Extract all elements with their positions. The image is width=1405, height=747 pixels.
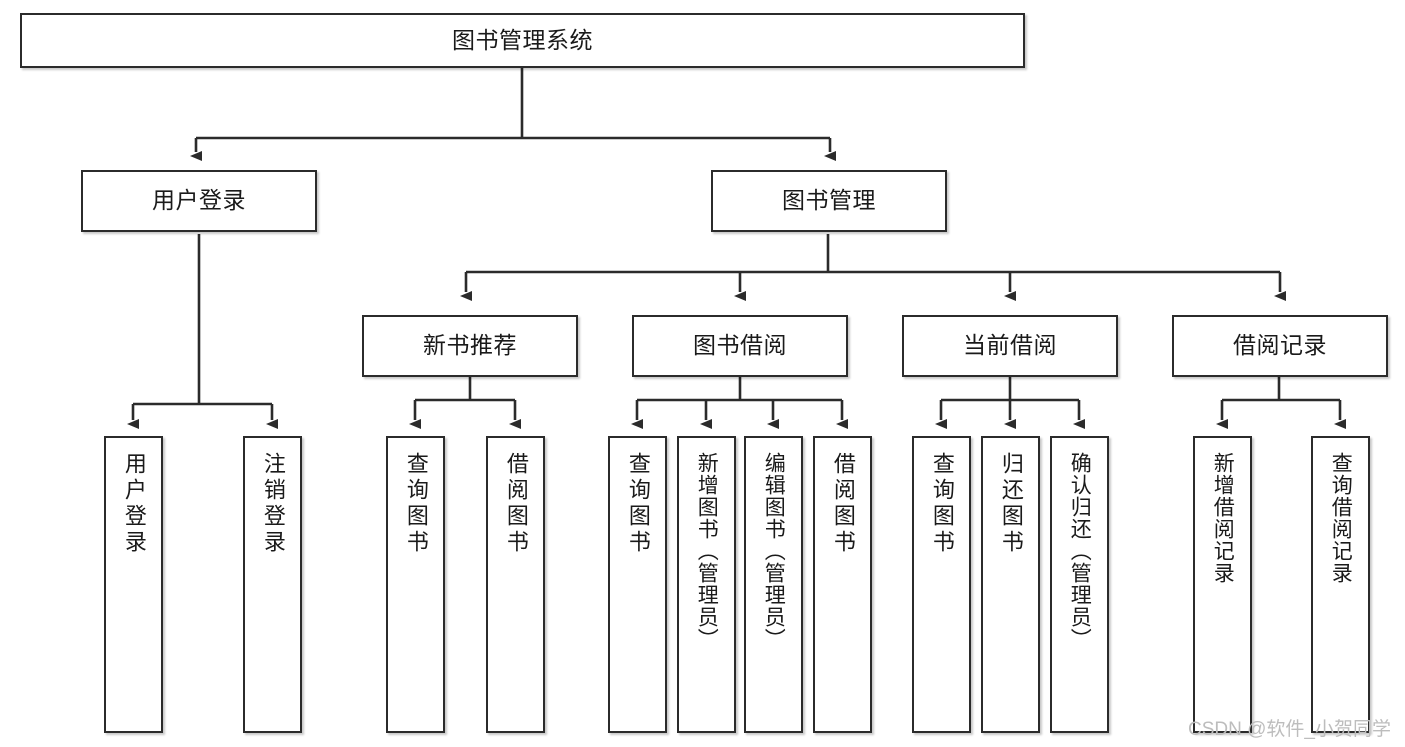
node-borrow-record[interactable]: 借阅记录	[1172, 315, 1388, 377]
node-label: 新增图书（管理员）	[695, 452, 719, 650]
leaf-user-login-login[interactable]: 用户登录	[104, 436, 163, 733]
leaf-user-login-logout[interactable]: 注销登录	[243, 436, 302, 733]
node-label: 用户登录	[121, 452, 147, 556]
leaf-current-borrow-confirm-return-admin[interactable]: 确认归还（管理员）	[1050, 436, 1109, 733]
node-label: 查询借阅记录	[1329, 452, 1353, 584]
node-label: 查询图书	[929, 452, 955, 556]
leaf-borrow-record-add-record[interactable]: 新增借阅记录	[1193, 436, 1252, 733]
node-label: 查询图书	[625, 452, 651, 556]
node-label: 图书借阅	[693, 332, 787, 359]
node-root-book-management-system[interactable]: 图书管理系统	[20, 13, 1025, 68]
leaf-borrow-record-query-record[interactable]: 查询借阅记录	[1311, 436, 1370, 733]
node-label: 用户登录	[152, 187, 246, 214]
node-label: 确认归还（管理员）	[1068, 452, 1092, 650]
leaf-book-borrow-edit-book-admin[interactable]: 编辑图书（管理员）	[744, 436, 803, 733]
node-label: 图书管理系统	[452, 26, 593, 53]
leaf-current-borrow-return-book[interactable]: 归还图书	[981, 436, 1040, 733]
node-label: 编辑图书（管理员）	[762, 452, 786, 650]
leaf-book-borrow-query-book[interactable]: 查询图书	[608, 436, 667, 733]
node-label: 图书管理	[782, 187, 876, 214]
node-label: 注销登录	[260, 452, 286, 556]
leaf-book-borrow-borrow-book[interactable]: 借阅图书	[813, 436, 872, 733]
node-label: 新书推荐	[423, 332, 517, 359]
node-label: 查询图书	[403, 452, 429, 556]
node-label: 借阅图书	[830, 452, 856, 556]
leaf-new-book-borrow-book[interactable]: 借阅图书	[486, 436, 545, 733]
node-label: 归还图书	[998, 452, 1024, 556]
node-user-login[interactable]: 用户登录	[81, 170, 317, 232]
node-book-management[interactable]: 图书管理	[711, 170, 947, 232]
node-book-borrow[interactable]: 图书借阅	[632, 315, 848, 377]
node-label: 新增借阅记录	[1211, 452, 1235, 584]
csdn-watermark: CSDN @软件_小贺同学	[1188, 719, 1391, 740]
node-new-book-recommend[interactable]: 新书推荐	[362, 315, 578, 377]
node-label: 借阅记录	[1233, 332, 1327, 359]
node-label: 借阅图书	[503, 452, 529, 556]
leaf-book-borrow-add-book-admin[interactable]: 新增图书（管理员）	[677, 436, 736, 733]
node-current-borrow[interactable]: 当前借阅	[902, 315, 1118, 377]
node-label: 当前借阅	[963, 332, 1057, 359]
leaf-current-borrow-query-book[interactable]: 查询图书	[912, 436, 971, 733]
leaf-new-book-query-book[interactable]: 查询图书	[386, 436, 445, 733]
